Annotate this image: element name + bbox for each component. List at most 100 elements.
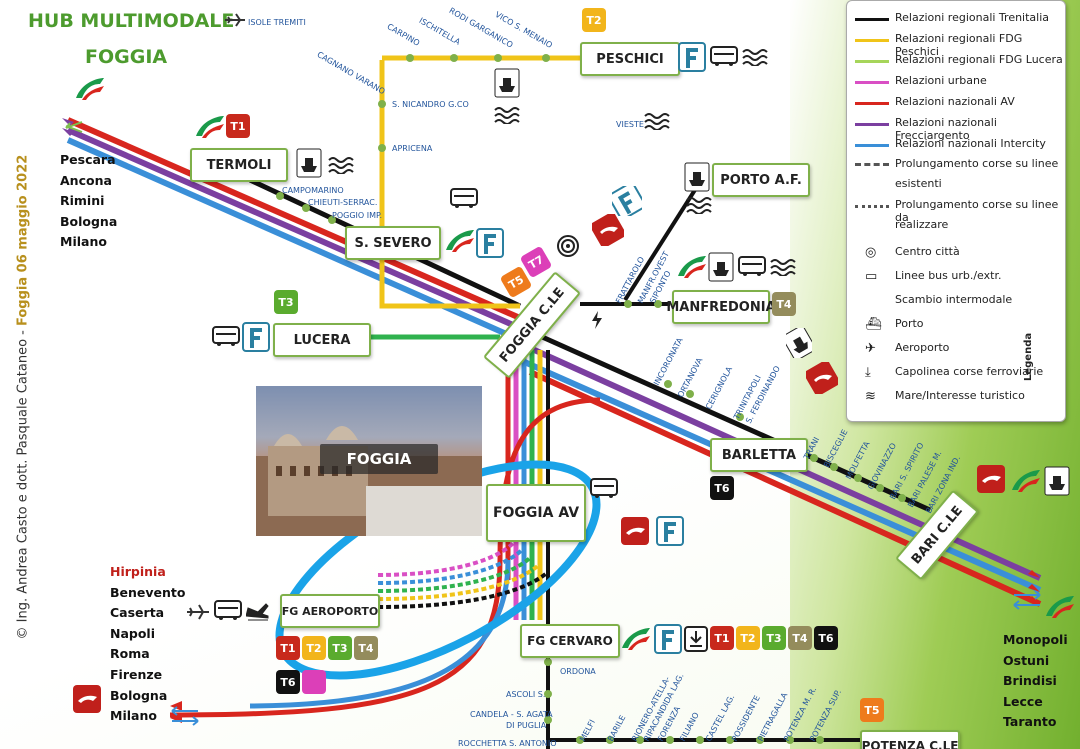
waves-icon (742, 49, 768, 66)
ship-icon (684, 162, 710, 192)
bus-icon (450, 188, 478, 208)
legend-ext-existing-2: esistenti (895, 177, 942, 190)
station-porto-af[interactable]: PORTO A.F. (712, 163, 810, 197)
legend-swatch-3 (855, 81, 889, 84)
double-arrow-icon (171, 706, 199, 726)
ship-icon (708, 252, 734, 282)
fdg-logo-icon (476, 228, 504, 258)
legend-swatch-1 (855, 39, 889, 42)
line-fa-north (66, 127, 522, 331)
city-north-3: Bologna (60, 213, 118, 229)
stop-dots (276, 54, 906, 744)
badge-t4-cervaro: T4 (788, 626, 812, 650)
trenitalia-logo-icon (1012, 470, 1040, 492)
stop-campomarino: CAMPOMARINO (282, 186, 344, 195)
legend-ship-icon: ⛴ (865, 317, 882, 332)
city-southwest-2: Napoli (110, 625, 156, 641)
station-fg-aeroporto[interactable]: FG AEROPORTO (280, 594, 380, 628)
dash-black (377, 570, 550, 609)
city-southeast-1: Ostuni (1003, 652, 1050, 668)
badge-t2-peschici: T2 (582, 8, 606, 32)
double-arrow-icon (1013, 590, 1041, 610)
legend-symbol-label-4: Aeroporto (895, 341, 950, 354)
line-peschici (379, 60, 520, 309)
city-center-icon (557, 235, 579, 257)
curve-ic-sw (249, 559, 511, 709)
legend-swatch-2 (855, 60, 889, 63)
station-foggia-av[interactable]: FOGGIA AV (486, 484, 586, 542)
badge-t7-aeroporto (302, 670, 326, 694)
city-southeast-4: Taranto (1003, 714, 1057, 730)
legend-title: Legenda (1023, 332, 1034, 381)
trenitalia-logo-icon (678, 256, 706, 278)
credit-text: © Ing. Andrea Casto e dott. Pasquale Cat… (15, 154, 31, 640)
line-trenitalia-south (538, 333, 932, 513)
legend-swatch-6 (855, 144, 889, 147)
station-san-severo[interactable]: S. SEVERO (345, 226, 441, 260)
ship-icon (1044, 466, 1070, 496)
bus-icon (214, 600, 242, 620)
dash-pink (377, 538, 518, 577)
waves-icon (644, 113, 670, 130)
lightning-icon (592, 311, 602, 329)
city-north-0: Pescara (60, 152, 116, 167)
badge-t1-termoli: T1 (226, 114, 250, 138)
fdg-logo-icon (612, 186, 642, 216)
badge-t2-cervaro: T2 (736, 626, 760, 650)
waves-icon (494, 107, 520, 124)
legend-bus-icon: ▭ (865, 269, 878, 284)
stop-isole-tremiti: ISOLE TREMITI (248, 18, 306, 27)
airplane-icon (187, 604, 209, 620)
trenitalia-logo-icon (196, 116, 224, 138)
hirpinia-label: Hirpinia (110, 564, 166, 579)
stop-ordona: ORDONA (560, 667, 596, 676)
station-lucera[interactable]: LUCERA (273, 323, 371, 357)
header-title: HUB MULTIMODALE (28, 10, 235, 32)
station-peschici[interactable]: PESCHICI (580, 42, 680, 76)
city-southwest-5: Bologna (110, 687, 168, 703)
badge-t6-barletta: T6 (710, 476, 734, 500)
legend-airport-icon: ✈ (865, 341, 876, 356)
city-north-1: Ancona (60, 172, 112, 188)
station-fg-cervaro[interactable]: FG CERVARO (520, 624, 620, 658)
ship-icon (296, 148, 322, 178)
badge-t3-lucera: T3 (274, 290, 298, 314)
airplane-icon (225, 13, 245, 27)
city-north-2: Rimini (60, 193, 105, 209)
station-manfredonia[interactable]: MANFREDONIA (666, 290, 776, 324)
waves-icon (686, 197, 712, 214)
airport-icon (246, 603, 269, 621)
badge-t3-cervaro: T3 (762, 626, 786, 650)
legend-city-center-icon: ◎ (865, 245, 877, 260)
station-potenza-centrale[interactable]: POTENZA C.LE (860, 730, 960, 749)
bus-icon (590, 478, 618, 498)
station-barletta[interactable]: BARLETTA (710, 438, 808, 472)
legend-ext-new-2: realizzare (895, 218, 949, 231)
dash-yellow (377, 562, 542, 601)
stop-san-nicandro: S. NICANDRO G.CO (392, 100, 469, 109)
legend-ext-new-1: Prolungamento corse su linee da (895, 198, 1059, 224)
badge-t5-potenza: T5 (860, 698, 884, 722)
bus-icon (710, 46, 738, 66)
legend-symbol-label-2: Scambio intermodale (895, 293, 1013, 306)
fdg-logo-icon (654, 624, 682, 654)
badge-t6-cervaro: T6 (814, 626, 838, 650)
dash-green (377, 554, 534, 593)
legend-swatch-4 (855, 102, 889, 105)
station-termoli[interactable]: TERMOLI (190, 148, 288, 182)
legend-ext-existing-1: Prolungamento corse su linee (895, 157, 1059, 170)
city-southeast-3: Lecce (1003, 693, 1043, 709)
legend-label-5: Relazioni nazionali Frecciargento (895, 116, 997, 142)
bus-icon (212, 326, 240, 346)
legend-symbol-label-6: Mare/Interesse turistico (895, 389, 1025, 402)
city-north-4: Milano (60, 234, 107, 250)
badge-t4-aeroporto: T4 (354, 636, 378, 660)
stop-rocchetta: ROCCHETTA S. ANTONIO (458, 739, 557, 748)
city-southwest-0: Benevento (110, 584, 186, 600)
photo-skyline (256, 426, 482, 536)
